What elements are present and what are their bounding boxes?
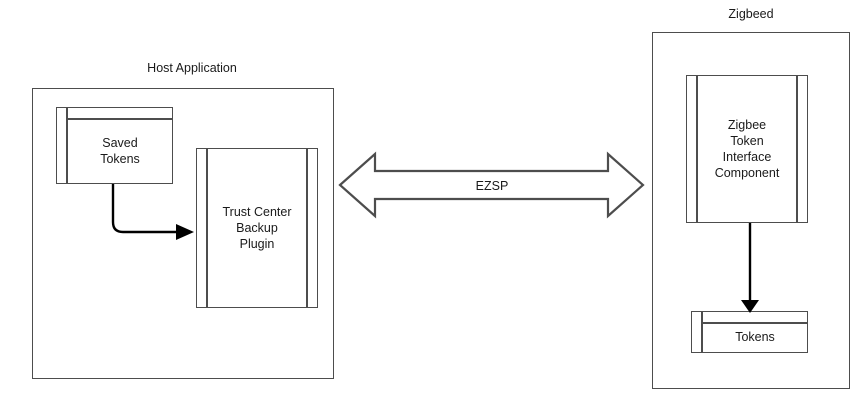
trust-center-line-3: Plugin bbox=[239, 237, 275, 251]
node-trust-center-backup-plugin-label: Trust Center Backup Plugin bbox=[209, 149, 305, 307]
ezsp-connector-label: EZSP bbox=[475, 179, 509, 193]
store-top-rule bbox=[66, 118, 172, 120]
store-top-rule bbox=[701, 322, 807, 324]
node-saved-tokens-label: Saved Tokens bbox=[68, 120, 172, 183]
token-interface-line-4: Component bbox=[714, 166, 780, 180]
host-application-label: Host Application bbox=[147, 61, 237, 75]
node-zigbee-token-interface-component[interactable]: Zigbee Token Interface Component bbox=[686, 75, 808, 223]
process-right-rule bbox=[796, 76, 798, 222]
store-left-rule bbox=[701, 312, 703, 352]
saved-tokens-line-2: Tokens bbox=[100, 151, 140, 166]
store-left-rule bbox=[66, 108, 68, 183]
token-interface-line-3: Interface bbox=[722, 150, 772, 164]
node-trust-center-backup-plugin[interactable]: Trust Center Backup Plugin bbox=[196, 148, 318, 308]
token-interface-line-2: Token bbox=[730, 134, 764, 148]
zigbeed-label: Zigbeed bbox=[728, 7, 774, 21]
saved-tokens-line-1: Saved bbox=[102, 135, 138, 150]
node-saved-tokens[interactable]: Saved Tokens bbox=[56, 107, 173, 184]
process-left-rule bbox=[696, 76, 698, 222]
node-zigbee-token-interface-component-label: Zigbee Token Interface Component bbox=[699, 76, 795, 222]
trust-center-line-1: Trust Center bbox=[222, 205, 292, 219]
process-right-rule bbox=[306, 149, 308, 307]
trust-center-line-2: Backup bbox=[236, 221, 278, 235]
node-tokens-label: Tokens bbox=[735, 330, 775, 345]
node-tokens[interactable]: Tokens bbox=[691, 311, 808, 353]
token-interface-line-1: Zigbee bbox=[727, 118, 767, 132]
process-left-rule bbox=[206, 149, 208, 307]
